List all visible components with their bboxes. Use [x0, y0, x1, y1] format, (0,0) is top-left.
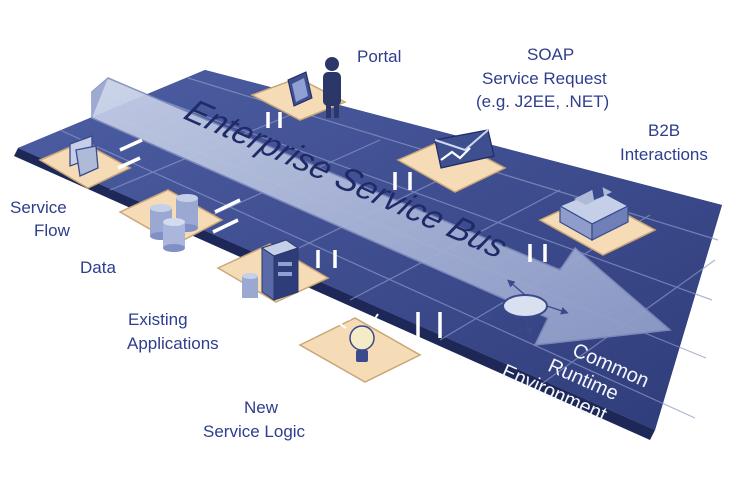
- label-data: Data: [80, 258, 116, 277]
- label-portal: Portal: [357, 47, 401, 66]
- hub: [481, 279, 569, 336]
- runtime-label: Common Runtime Environment: [498, 339, 652, 426]
- label-logic-1: New: [244, 398, 279, 417]
- label-soap-3: (e.g. J2EE, .NET): [476, 92, 609, 111]
- bus-arrow: [91, 77, 672, 346]
- label-logic-2: Service Logic: [203, 422, 306, 441]
- label-soap-1: SOAP: [527, 45, 574, 64]
- right-arrow: [119, 138, 143, 152]
- factory-icon: [558, 184, 630, 242]
- monitor-icon: [287, 71, 313, 107]
- connector-arrows: [117, 112, 547, 338]
- label-flow-1: Service: [10, 198, 67, 217]
- label-flow-2: Flow: [34, 221, 71, 240]
- envelope-icon: [434, 129, 495, 169]
- label-b2b-1: B2B: [648, 121, 680, 140]
- flow-icon: [69, 135, 99, 177]
- label-apps-2: Applications: [127, 334, 219, 353]
- right-arrow: [214, 198, 241, 214]
- left-arrow: [212, 218, 239, 234]
- label-b2b-2: Interactions: [620, 145, 708, 164]
- database-icon: [150, 194, 198, 252]
- lightbulb-icon: [339, 312, 385, 362]
- server-icon: [242, 239, 300, 301]
- label-soap-2: Service Request: [482, 69, 607, 88]
- left-arrow: [117, 156, 141, 170]
- label-apps-1: Existing: [128, 310, 188, 329]
- person-icon: [323, 57, 341, 118]
